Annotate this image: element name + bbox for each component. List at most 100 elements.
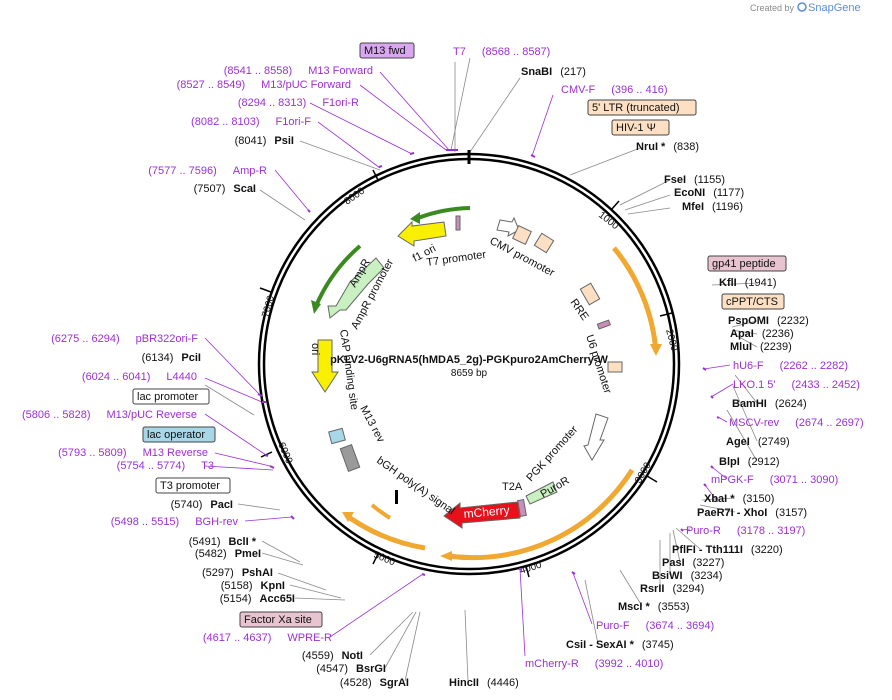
enzyme-kfli-pos: (1941): [745, 277, 777, 289]
enzyme-sexai-name: CsiI - SexAI *: [566, 639, 635, 651]
primer-lko-name: LKO.1 5': [733, 379, 775, 391]
primer-l4440-pos: (6024 .. 6041): [82, 371, 151, 383]
enzyme-agei: AgeI(2749): [726, 436, 790, 448]
primer-puro-f-pos: (3674 .. 3694): [646, 620, 715, 632]
enzyme-bamhi: BamHI (2624): [732, 398, 807, 410]
primer-m13puc-reverse-name: M13/pUC Reverse: [107, 409, 197, 421]
enzyme-bsrgi: (4547)BsrGI: [316, 663, 386, 675]
primer-wpre-r-name: WPRE-R: [287, 632, 332, 644]
enzyme-pshai: (5297)PshAI: [202, 567, 273, 579]
tick-label-1000: 1000: [596, 210, 621, 233]
enzyme-snabi: SnaBI(217): [521, 66, 586, 78]
enzyme-bcli-pos: (5491): [189, 536, 221, 548]
box-gp41: [707, 255, 787, 272]
ori-shape: [311, 339, 339, 393]
box-lac-promoter-text: lac promoter: [137, 391, 198, 403]
orf-arc-wpre: [348, 515, 426, 551]
orf-arc-f1-head: [410, 212, 420, 224]
primer-mscv-rev-name: MSCV-rev: [729, 417, 780, 429]
enzyme-blpi-pos: (2912): [748, 456, 780, 468]
enzyme-snabi-pos: (217): [560, 66, 586, 78]
primer-puro-f-name: Puro-F: [596, 620, 630, 632]
primer-hu6-f: hU6-F(2262 .. 2282): [733, 360, 848, 372]
box-cppt: [721, 293, 785, 310]
primer-hu6-f-name: hU6-F: [733, 360, 764, 372]
box-5ltr: [587, 99, 697, 116]
primer-m13puc-reverse-pos: (5806 .. 5828): [22, 409, 91, 421]
orf-arc-wpre-head: [342, 512, 354, 522]
ampr-shape: [327, 257, 385, 319]
cmv-promoter-shape: [496, 216, 520, 237]
primer-m13-reverse-name: M13 Reverse: [143, 447, 208, 459]
enzyme-bamhi-name: BamHI: [732, 398, 767, 410]
box-factor-xa-text: Factor Xa site: [244, 614, 312, 626]
primer-f1ori-r-name: F1ori-R: [322, 97, 359, 109]
primer-bgh-rev: (5498 .. 5515)BGH-rev: [111, 516, 239, 528]
enzyme-pasi-name: PasI: [662, 557, 685, 569]
enzyme-msci: MscI *(3553): [618, 601, 690, 613]
enzyme-psii-name: PsiI: [274, 135, 294, 147]
primer-m13puc-forward-name: M13/pUC Forward: [261, 79, 351, 91]
tick-marks: [259, 169, 673, 578]
box-hiv-psi-text: HIV-1 Ψ: [616, 122, 656, 134]
primer-m13-reverse-pos: (5793 .. 5809): [58, 447, 127, 459]
enzyme-econi-pos: (1177): [713, 187, 744, 199]
enzyme-hincii-name: HincII: [449, 677, 479, 689]
enzyme-apai-pos: (2236): [762, 328, 794, 340]
primer-f1ori-r-pos: (8294 .. 8313): [238, 97, 307, 109]
enzyme-pasi-pos: (3227): [693, 557, 725, 569]
tick-label-7000: 7000: [260, 294, 277, 319]
bgh-gray-shape: [339, 444, 361, 472]
box-lac-promoter: [132, 388, 210, 405]
primer-f1ori-f-name: F1ori-F: [276, 116, 312, 128]
enzyme-psii-pos: (8041): [235, 135, 267, 147]
box-m13-fwd: [359, 42, 415, 59]
credit-prefix: Created by: [750, 3, 795, 13]
feature-label-mcherry: mCherry: [463, 503, 510, 521]
box-t3-promoter: [155, 477, 231, 494]
rre-shape: [579, 282, 601, 306]
primer-m13puc-reverse: (5806 .. 5828) M13/pUC Reverse: [22, 409, 197, 421]
enzyme-hincii-pos: (4446): [487, 677, 519, 689]
enzyme-tth111i-name: PflFI - Tth111I: [672, 544, 743, 556]
enzyme-mfei-name: MfeI: [682, 201, 704, 213]
label-leader-lines: [204, 57, 759, 682]
feature-label-t2a: T2A: [502, 481, 523, 493]
enzyme-nrui: NruI *(838): [636, 141, 699, 153]
primer-mpgk-f: mPGK-F(3071 .. 3090): [711, 474, 838, 486]
feature-label-pgk: PGK promoter: [524, 423, 580, 484]
orf-arc-rre-head: [650, 344, 662, 356]
enzyme-paci-pos: (5740): [171, 499, 203, 511]
enzyme-paci: (5740)PacI: [171, 499, 233, 511]
plasmid-name: pKLV2-U6gRNA5(hMDA5_2g)-PGKpuro2AmCherry…: [330, 354, 608, 366]
primer-amp-r: (7577 .. 7596)Amp-R: [148, 165, 267, 177]
primer-mcherry-r-name: mCherry-R: [525, 658, 579, 670]
enzyme-bamhi-pos: (2624): [775, 398, 807, 410]
enzyme-apai: ApaI (2236): [730, 328, 794, 340]
lac-operator-shape: [328, 427, 346, 445]
enzyme-tth111i-pos: (3220): [751, 544, 783, 556]
box-gp41-text: gp41 peptide: [712, 258, 776, 270]
enzyme-sexai-pos: (3745): [642, 639, 674, 651]
enzyme-bsiwi-name: BsiWI: [652, 570, 683, 582]
enzyme-noti: (4559)NotI: [302, 650, 363, 662]
enzyme-sgrai: (4528)SgrAI: [340, 677, 409, 689]
boxed-label-lac-promoter: lac promoter: [132, 388, 210, 405]
enzyme-sexai: CsiI - SexAI * (3745): [566, 639, 674, 651]
primer-t3: (5754 .. 5774)T3: [117, 460, 214, 472]
boxed-label-factor-xa: Factor Xa site: [239, 611, 323, 628]
tick-label-3000: 3000: [633, 460, 654, 485]
primer-amp-r-pos: (7577 .. 7596): [148, 165, 217, 177]
feature-label-ori: ori: [309, 343, 321, 355]
enzyme-psii: (8041) PsiI: [235, 135, 294, 147]
enzyme-noti-pos: (4559): [302, 650, 334, 662]
enzyme-pmei-pos: (5482): [195, 548, 227, 560]
enzyme-apai-name: ApaI: [730, 328, 754, 340]
enzyme-xbai-name: XbaI *: [704, 493, 735, 505]
primer-cmv-f: CMV-F(396 .. 416): [561, 84, 668, 96]
enzyme-fsei-name: FseI: [664, 174, 686, 186]
boxed-label-gp41: gp41 peptide: [707, 255, 787, 272]
enzyme-pspomi: PspOMI(2232): [728, 315, 809, 327]
orf-arc-small: [370, 503, 392, 520]
